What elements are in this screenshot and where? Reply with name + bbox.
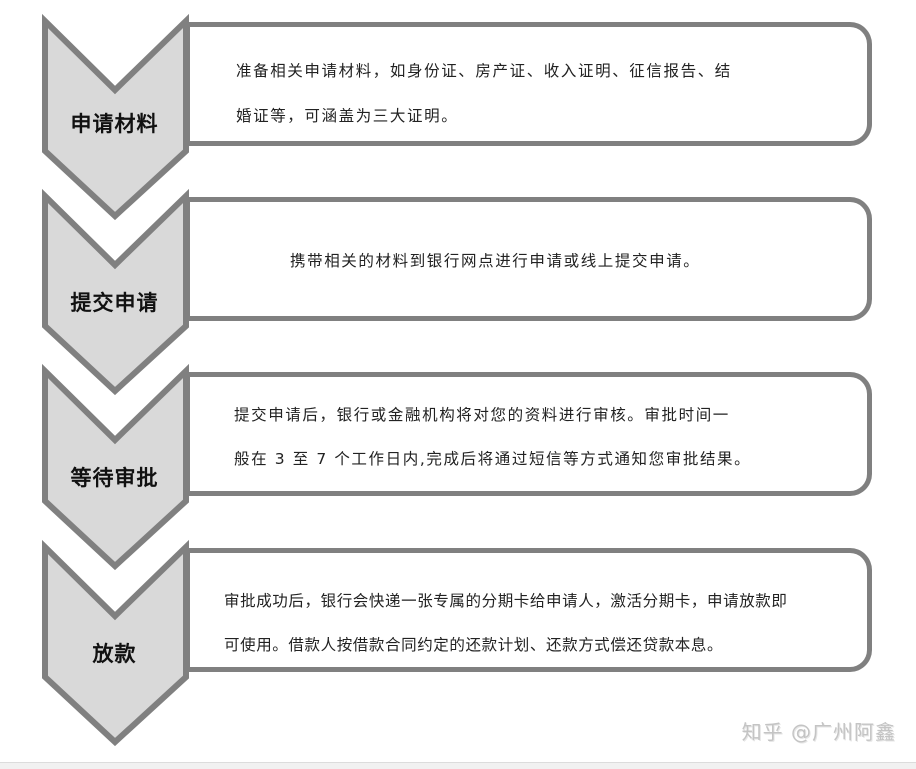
step-submit-application: 提交申请 携带相关的材料到银行网点进行申请或线上提交申请。: [0, 188, 916, 396]
chevron-arrow-icon: [42, 13, 189, 221]
step-description-line: 提交申请后，银行或金融机构将对您的资料进行审核。审批时间一: [234, 406, 730, 424]
step-description-box: 携带相关的材料到银行网点进行申请或线上提交申请。: [186, 197, 872, 321]
step-label: 等待审批: [70, 465, 159, 490]
watermark: 知乎 @广州阿鑫: [741, 720, 896, 744]
step-description-line: 般在 3 至 7 个工作日内,完成后将通过短信等方式通知您审批结果。: [234, 450, 752, 468]
chevron-arrow-icon: [42, 188, 189, 396]
step-description-box: 审批成功后，银行会快递一张专属的分期卡给申请人，激活分期卡，申请放款即 可使用。…: [186, 548, 872, 672]
step-description-line: 可使用。借款人按借款合同约定的还款计划、还款方式偿还贷款本息。: [224, 636, 724, 654]
step-description-box: 提交申请后，银行或金融机构将对您的资料进行审核。审批时间一 般在 3 至 7 个…: [186, 372, 872, 496]
step-label: 提交申请: [70, 290, 159, 315]
step-await-approval: 等待审批 提交申请后，银行或金融机构将对您的资料进行审核。审批时间一 般在 3 …: [0, 363, 916, 571]
chevron-arrow-icon: [42, 539, 189, 747]
step-description-box: 准备相关申请材料，如身份证、房产证、收入证明、征信报告、结 婚证等，可涵盖为三大…: [186, 22, 872, 146]
step-description-line: 审批成功后，银行会快递一张专属的分期卡给申请人，激活分期卡，申请放款即: [224, 592, 788, 610]
chevron-arrow-icon: [42, 363, 189, 571]
footer-strip: [0, 762, 916, 769]
step-apply-materials: 申请材料 准备相关申请材料，如身份证、房产证、收入证明、征信报告、结 婚证等，可…: [0, 13, 916, 221]
step-description-line: 婚证等，可涵盖为三大证明。: [236, 107, 459, 125]
step-loan-disbursement: 放款 审批成功后，银行会快递一张专属的分期卡给申请人，激活分期卡，申请放款即 可…: [0, 539, 916, 747]
step-label: 放款: [92, 641, 137, 666]
step-description-line: 携带相关的材料到银行网点进行申请或线上提交申请。: [290, 252, 701, 270]
step-label: 申请材料: [70, 111, 159, 136]
step-description-line: 准备相关申请材料，如身份证、房产证、收入证明、征信报告、结: [236, 62, 732, 80]
